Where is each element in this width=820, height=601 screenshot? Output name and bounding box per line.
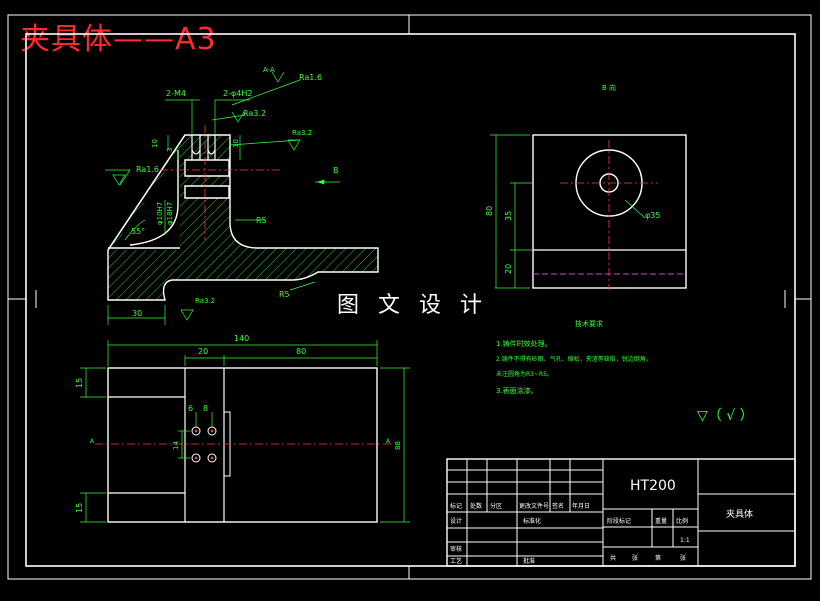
tb-count: 处数 (470, 502, 482, 510)
section-label: A-A (263, 66, 275, 74)
tb-zone: 分区 (490, 502, 502, 510)
plan-view: 140 20 80 15 15 6 8 14 88 A A (75, 334, 410, 523)
dim-b-20: 20 (504, 264, 513, 274)
watermark: 图 文 设 计 (330, 284, 495, 322)
dim-b-80: 80 (485, 206, 494, 216)
technical-requirements: 技术要求 1.铸件时效处理。 2.铸件不得有砂眼、气孔、缩松、夹渣等缺陷，锐边倒… (496, 319, 754, 424)
view-b: B 向 80 35 20 φ35 (485, 83, 687, 290)
ra-top: Ra1.6 (299, 73, 322, 82)
dim-10a: 10 (151, 139, 159, 148)
dim-140: 140 (234, 334, 249, 343)
dim-b-35: 35 (504, 211, 513, 221)
sheet-frame (7, 14, 812, 580)
dim-r5b: R5 (279, 290, 290, 299)
section-view-aa: A-A (105, 66, 379, 325)
tb-sheets-a: 共 (610, 554, 616, 562)
tb-sheets-c: 第 (655, 554, 661, 562)
dim-6: 6 (188, 404, 193, 413)
dim-b-phi35: φ35 (645, 211, 660, 220)
tb-change: 更改文件号 (519, 502, 549, 510)
part-name: 夹具体 (726, 508, 753, 520)
dim-angle: 55° (131, 227, 145, 236)
dim-8: 8 (203, 404, 208, 413)
ra32-bottom: Ra3.2 (195, 297, 215, 305)
dim-88: 88 (394, 441, 402, 450)
dim-15a: 15 (75, 378, 84, 388)
view-b-label: B 向 (602, 83, 616, 92)
tech-title: 技术要求 (575, 319, 603, 328)
dim-14: 14 (172, 441, 180, 450)
tb-stage: 阶段标记 (607, 517, 631, 525)
tb-approve: 批准 (523, 557, 535, 565)
tech-item-2: 2.铸件不得有砂眼、气孔、缩松、夹渣等缺陷，锐边倒角， (496, 355, 652, 363)
roughness-note: ▽（ √ ） (697, 408, 754, 424)
dim-80: 80 (296, 347, 306, 356)
ra32-a: Ra3.2 (243, 109, 266, 118)
arrow-b-label: B (333, 166, 339, 175)
sheet-title: 夹具体——A3 (20, 22, 217, 57)
tb-sheets-b: 张 (632, 554, 638, 562)
dim-phi-bore: φ18H7 (166, 202, 174, 225)
tb-sign: 签名 (552, 502, 564, 510)
dim-15b: 15 (75, 503, 84, 513)
dim-m4: 2-M4 (166, 89, 186, 98)
tb-sheets-d: 张 (680, 554, 686, 562)
dim-r5a: R5 (256, 216, 267, 225)
dim-phi-hole: φ10H7 (156, 202, 164, 225)
material: HT200 (630, 478, 676, 494)
arrow-a-right: A (386, 438, 391, 445)
dim-hole: 2-φ4H2 (223, 89, 252, 98)
tb-scale-val: 1:1 (680, 537, 690, 544)
tb-weight: 重量 (655, 517, 667, 525)
dim-30: 30 (132, 309, 142, 318)
tech-item-4: 3.表面涂漆。 (496, 386, 538, 395)
title-block (446, 458, 796, 567)
arrow-a-left: A (90, 438, 95, 445)
dim-10b: 10 (232, 139, 240, 148)
ra32-b: Ra3.2 (292, 129, 312, 137)
ra16-left: Ra1.6 (136, 165, 159, 174)
tb-date: 年月日 (572, 502, 590, 510)
tech-item-1: 1.铸件时效处理。 (496, 339, 552, 348)
tb-mark: 标记 (450, 502, 462, 510)
tb-scale: 比例 (676, 517, 688, 525)
tech-item-3: 未注圆角为R3~R5。 (496, 370, 553, 378)
dim-3: 3 (166, 148, 174, 152)
tb-design: 设计 (450, 517, 462, 525)
dim-20: 20 (198, 347, 208, 356)
tb-check: 审核 (450, 545, 462, 553)
tb-std: 标准化 (523, 517, 541, 525)
tb-process: 工艺 (450, 557, 462, 565)
